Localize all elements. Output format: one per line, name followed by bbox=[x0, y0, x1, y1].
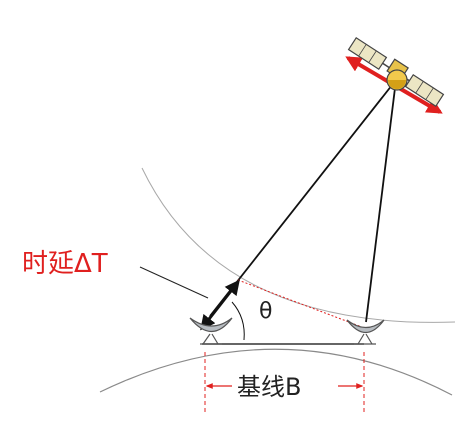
delay-pointer bbox=[139, 266, 209, 299]
signal-line-right bbox=[365, 79, 397, 323]
baseline-label: 基线B bbox=[237, 373, 301, 401]
angle-arc bbox=[231, 301, 245, 341]
delay-label: 时延ΔT bbox=[22, 249, 108, 279]
delay-arrow bbox=[200, 279, 240, 331]
wavefront-arc bbox=[141, 167, 456, 323]
angle-label: θ bbox=[259, 299, 272, 324]
earth-surface bbox=[99, 348, 453, 396]
dish-antenna-icon bbox=[346, 319, 385, 345]
satellite-icon bbox=[347, 36, 445, 108]
dish-antenna-icon bbox=[189, 317, 233, 345]
signal-line-left bbox=[209, 79, 397, 317]
